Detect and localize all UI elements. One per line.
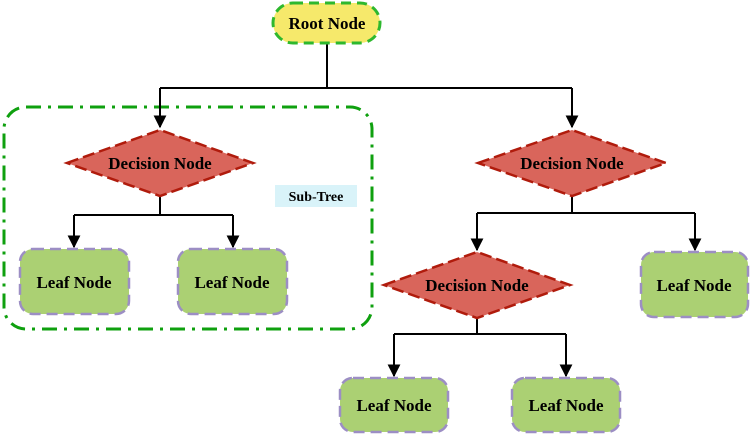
decision-node-right-child: Decision Node: [380, 250, 574, 320]
decision-node-right: Decision Node: [474, 128, 670, 198]
leaf-node-bottom-right-shape: [510, 376, 622, 434]
leaf-node-far-right-shape: [639, 250, 750, 319]
root-node: Root Node: [271, 1, 382, 45]
connector-lines: [67, 43, 702, 378]
leaf-node-far-right: Leaf Node: [639, 250, 750, 319]
leaf-node-subtree-right: Leaf Node: [176, 247, 289, 316]
leaf-node-bottom-right-label: Leaf Node: [528, 396, 604, 415]
leaf-node-bottom-left-shape: [338, 376, 450, 434]
root-node-label: Root Node: [289, 14, 366, 33]
decision-node-left: Decision Node: [63, 128, 257, 198]
decision-node-left-label: Decision Node: [108, 154, 212, 173]
root-node-shape: [271, 1, 382, 45]
leaf-node-subtree-left: Leaf Node: [18, 247, 131, 316]
subtree-container: [2, 105, 374, 331]
decision-node-right-child-label: Decision Node: [425, 276, 529, 295]
leaf-node-subtree-right-shape: [176, 247, 289, 316]
leaf-node-bottom-right: Leaf Node: [510, 376, 622, 434]
decision-node-left-shape: [63, 128, 257, 198]
subtree-label: Sub-Tree: [289, 190, 344, 205]
leaf-node-bottom-left: Leaf Node: [338, 376, 450, 434]
leaf-node-subtree-right-label: Leaf Node: [194, 273, 270, 292]
leaf-node-bottom-left-label: Leaf Node: [356, 396, 432, 415]
decision-node-right-label: Decision Node: [520, 154, 624, 173]
leaf-node-far-right-label: Leaf Node: [656, 276, 732, 295]
subtree-label-bg: [275, 185, 357, 207]
leaf-node-subtree-left-label: Leaf Node: [36, 273, 112, 292]
decision-node-right-shape: [474, 128, 670, 198]
subtree-label-group: Sub-Tree: [275, 185, 357, 207]
leaf-node-subtree-left-shape: [18, 247, 131, 316]
decision-node-right-child-shape: [380, 250, 574, 320]
